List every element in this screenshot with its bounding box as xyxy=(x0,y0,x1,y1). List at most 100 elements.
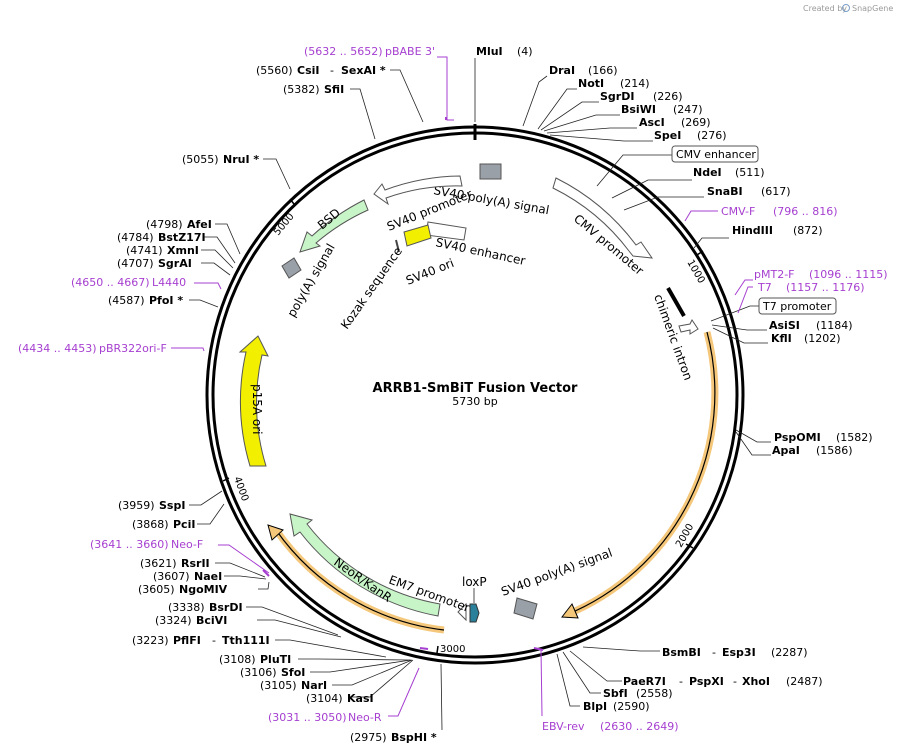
bsrdi-pos: (3338) xyxy=(168,601,205,614)
snabi-pos: (617) xyxy=(761,185,791,198)
sgrdi-pos: (226) xyxy=(653,90,683,103)
polya-signal-label: poly(A) signal xyxy=(284,241,337,319)
sfii-pos: (5382) xyxy=(283,83,320,96)
blpi-name: BlpI xyxy=(583,700,607,713)
sfoi-pos: (3106) xyxy=(240,666,277,679)
cmvf-name: CMV-F xyxy=(721,205,755,218)
rsrii-pos: (3621) xyxy=(140,557,177,570)
l4440-pos: (4650 .. 4667) xyxy=(71,276,150,289)
ebvrev-pos: (2630 .. 2649) xyxy=(600,720,679,733)
xmni-pos: (4741) xyxy=(126,244,163,257)
sexai-name: SexAI * xyxy=(341,64,386,77)
pcii-pos: (3868) xyxy=(132,518,169,531)
asisi-pos: (1184) xyxy=(816,319,853,332)
bcivi-pos: (3324) xyxy=(155,614,192,627)
snabi-name: SnaBI xyxy=(707,185,743,198)
ngomiv-pos: (3605) xyxy=(138,583,175,596)
asci-name: AscI xyxy=(639,116,665,129)
bpr322-pos: (4434 .. 4453) xyxy=(18,342,97,355)
pbabe-name: pBABE 3' xyxy=(385,45,435,58)
snapgene-logo: SnapGene xyxy=(842,4,893,13)
neor-name: Neo-R xyxy=(348,711,382,724)
sv40-polya-bottom-block xyxy=(513,597,538,620)
bsmbi-name: BsmBI xyxy=(662,646,701,659)
sv40-ori-block xyxy=(403,224,432,247)
cmv-promoter-arrow xyxy=(552,177,654,259)
bstz17i-name: BstZ17I xyxy=(158,231,206,244)
pluti-name: PluTI xyxy=(260,653,291,666)
bsiwi-name: BsiWI xyxy=(621,103,656,116)
tth111i-name: Tth111I xyxy=(222,634,270,647)
pspomi-pos: (1582) xyxy=(836,431,873,444)
paer7i-pos: (2487) xyxy=(786,675,823,688)
chimeric-intron-label: chimeric intron xyxy=(651,292,695,382)
polya-signal-block xyxy=(281,257,302,279)
drai-pos: (166) xyxy=(588,64,618,77)
bsiwi-pos: (247) xyxy=(673,103,703,116)
pfoi-pos: (4587) xyxy=(108,294,145,307)
ebvrev-name: EBV-rev xyxy=(542,720,585,733)
asci-pos: (269) xyxy=(681,116,711,129)
ndei-name: NdeI xyxy=(693,166,722,179)
mlui-pos: (4) xyxy=(517,45,533,58)
bsmbi-pos: (2287) xyxy=(771,646,808,659)
neor-kanr-arrow xyxy=(289,513,441,617)
em7-promoter-arrow xyxy=(457,602,467,622)
sv40-promoter-arrow xyxy=(373,175,463,206)
nrui-name: NruI * xyxy=(223,153,259,166)
apai-name: ApaI xyxy=(772,444,800,457)
noti-name: NotI xyxy=(578,77,604,90)
pluti-pos: (3108) xyxy=(219,653,256,666)
esp3i-name: Esp3I xyxy=(722,646,756,659)
cmvf-pos: (796 .. 816) xyxy=(773,205,838,218)
noti-pos: (214) xyxy=(620,77,650,90)
credit-text: Created by xyxy=(803,4,847,13)
spei-name: SpeI xyxy=(654,129,681,142)
pmt2f-pos: (1096 .. 1115) xyxy=(809,268,888,281)
nrui-pos: (5055) xyxy=(182,153,219,166)
pspomi-name: PspOMI xyxy=(774,431,821,444)
naei-pos: (3607) xyxy=(153,570,190,583)
paer7i-name: PaeR7I xyxy=(623,675,666,688)
chimeric-intron-bar xyxy=(666,287,686,317)
blpi-pos: (2590) xyxy=(613,700,650,713)
xmni-name: XmnI xyxy=(167,244,199,257)
apai-pos: (1586) xyxy=(816,444,853,457)
bpr322-name: pBR322ori-F xyxy=(99,342,167,355)
ndei-pos: (511) xyxy=(735,166,765,179)
pmt2f-name: pMT2-F xyxy=(754,268,795,281)
neor-kanr-label: NeoR/KanR xyxy=(331,555,394,605)
spei-pos: (276) xyxy=(697,129,727,142)
pfoi-name: PfoI * xyxy=(149,294,183,307)
sv40-polya-top-block xyxy=(479,163,502,180)
csii-pos: (5560) xyxy=(256,64,293,77)
hindiii-pos: (872) xyxy=(793,224,823,237)
p15a-ori-label: p15A ori xyxy=(250,384,264,435)
orf-right-head xyxy=(561,603,579,619)
bcivi-name: BciVI xyxy=(196,614,227,627)
map-length: 5730 bp xyxy=(452,395,497,408)
loxp-label: loxP xyxy=(462,575,487,589)
t7-promoter-box xyxy=(758,297,837,315)
t7-promoter-label: T7 promoter xyxy=(762,300,832,313)
sfii-name: SfiI xyxy=(324,83,344,96)
pbabe-pos: (5632 .. 5652) xyxy=(304,45,383,58)
bsphi-pos: (2975) xyxy=(350,731,387,744)
svg-text:-: - xyxy=(733,675,737,688)
orf-right-core xyxy=(565,331,716,616)
t7-pos: (1157 .. 1176) xyxy=(786,281,865,294)
primer-lines xyxy=(171,56,753,717)
afei-pos: (4798) xyxy=(146,218,183,231)
afei-name: AfeI xyxy=(187,218,212,231)
bstz17i-pos: (4784) xyxy=(117,231,154,244)
sv40-polya-bottom-label: SV40 poly(A) signal xyxy=(499,546,614,599)
asisi-name: AsiSI xyxy=(769,319,800,332)
rsrii-name: RsrII xyxy=(181,557,210,570)
mlui-name: MluI xyxy=(476,45,503,58)
kfli-pos: (1202) xyxy=(804,332,841,345)
map-title: ARRB1-SmBiT Fusion Vector xyxy=(373,381,579,396)
kfli-name: KflI xyxy=(771,332,792,345)
nari-pos: (3105) xyxy=(260,679,297,692)
ngomiv-name: NgoMIV xyxy=(179,583,228,596)
